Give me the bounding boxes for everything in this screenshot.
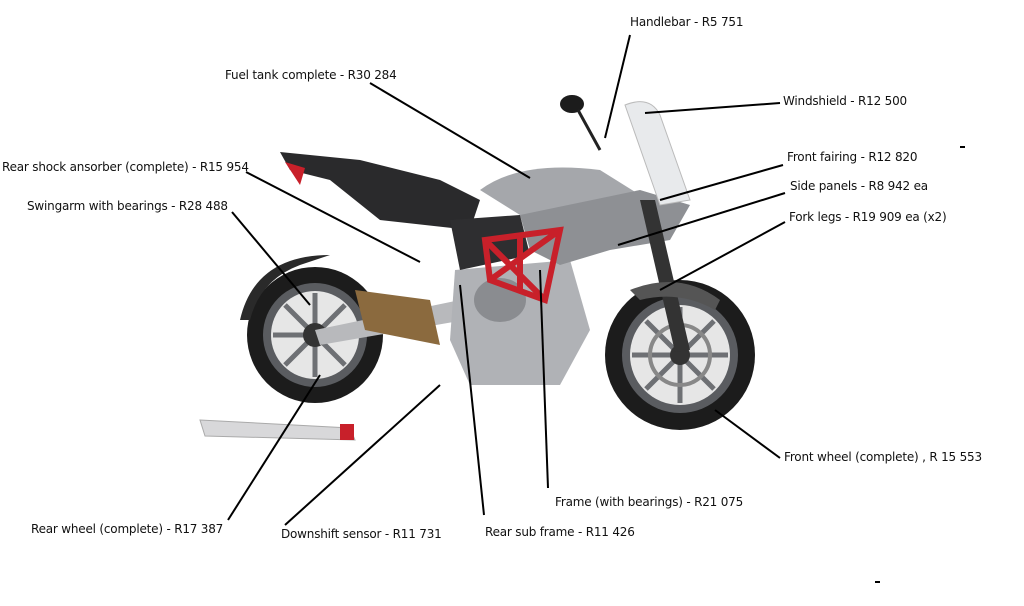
leader-rear-sub-frame: [459, 284, 485, 516]
label-rear-shock: Rear shock ansorber (complete) - R15 954: [2, 160, 249, 174]
label-side-panels: Side panels - R8 942 ea: [790, 179, 928, 193]
leader-fork-legs: [659, 221, 786, 291]
handlebar: [576, 109, 602, 151]
stray-mark: [875, 581, 880, 583]
leader-rear-shock: [245, 171, 421, 263]
label-fuel-tank: Fuel tank complete - R30 284: [225, 68, 397, 82]
windshield: [624, 101, 691, 206]
leader-fuel-tank: [369, 82, 531, 179]
leader-frame: [539, 269, 549, 489]
leader-front-wheel: [714, 409, 781, 459]
front-wheel: [605, 280, 755, 430]
tail-light: [285, 162, 305, 185]
leader-rear-wheel: [227, 374, 321, 521]
label-downshift-sensor: Downshift sensor - R11 731: [281, 527, 442, 541]
mirror: [560, 95, 584, 113]
label-frame: Frame (with bearings) - R21 075: [555, 495, 744, 509]
label-front-wheel: Front wheel (complete) , R 15 553: [784, 450, 982, 464]
front-fender: [630, 282, 720, 310]
leader-front-fairing: [659, 164, 784, 201]
exhaust: [355, 290, 440, 345]
stray-mark: [960, 146, 965, 148]
rear-wheel: [247, 267, 383, 403]
leader-handlebar: [604, 34, 631, 139]
label-front-fairing: Front fairing - R12 820: [787, 150, 918, 164]
label-rear-wheel: Rear wheel (complete) - R17 387: [31, 522, 224, 536]
seat: [280, 152, 480, 230]
leader-downshift-sensor: [284, 384, 441, 526]
leader-swingarm: [231, 211, 311, 306]
label-windshield: Windshield - R12 500: [783, 94, 907, 108]
leader-side-panels: [617, 192, 786, 246]
leader-windshield: [644, 102, 781, 114]
paddock-stand: [199, 419, 356, 441]
label-handlebar: Handlebar - R5 751: [630, 15, 744, 29]
label-fork-legs: Fork legs - R19 909 ea (x2): [789, 210, 947, 224]
rear-fender: [240, 255, 330, 320]
label-rear-sub-frame: Rear sub frame - R11 426: [485, 525, 635, 539]
label-swingarm: Swingarm with bearings - R28 488: [27, 199, 228, 213]
fork: [640, 200, 690, 352]
trellis-frame: [481, 226, 564, 304]
leader-lines: [227, 34, 786, 526]
